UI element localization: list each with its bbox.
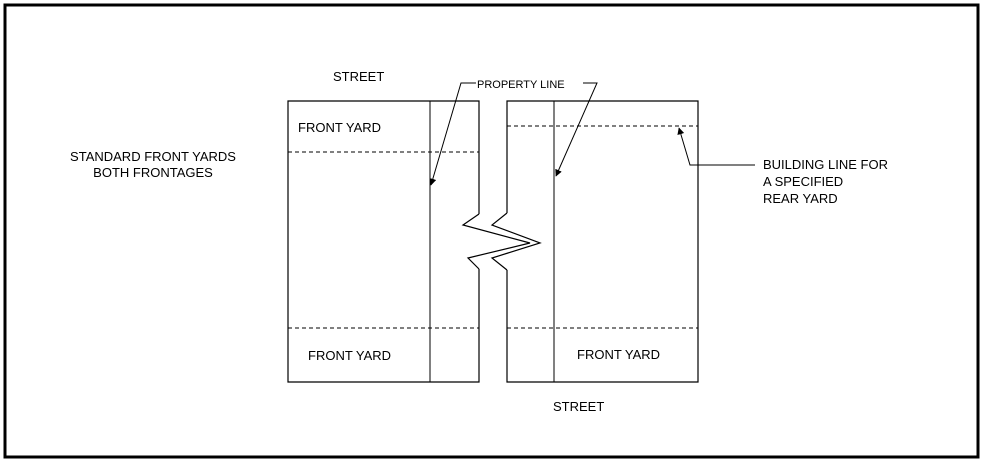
outer-frame: [3, 3, 980, 459]
front-yard-label-top-left: FRONT YARD: [298, 120, 381, 135]
break-symbol: [461, 213, 531, 270]
property-line-leader-left: [429, 82, 476, 186]
property-line-leader-right: [555, 82, 598, 177]
standard-front-yards-label-line2: BOTH FRONTAGES: [93, 165, 213, 180]
break-symbol: [490, 212, 542, 271]
building-line-label-line1: BUILDING LINE FOR: [763, 157, 888, 172]
front-yard-label-bottom-right: FRONT YARD: [577, 347, 660, 362]
building-line-leader: [677, 127, 755, 166]
standard-front-yards-label-line1: STANDARD FRONT YARDS: [70, 149, 236, 164]
front-yard-label-bottom-left: FRONT YARD: [308, 348, 391, 363]
property-line-label: PROPERTY LINE: [477, 79, 565, 91]
right-lot-outline: [506, 100, 699, 383]
street-label-bottom: STREET: [553, 399, 604, 414]
building-line-label-line2: A SPECIFIED: [763, 174, 843, 189]
building-line-label-line3: REAR YARD: [763, 191, 838, 206]
street-label-top: STREET: [333, 69, 384, 84]
left-lot-outline: [287, 100, 480, 383]
